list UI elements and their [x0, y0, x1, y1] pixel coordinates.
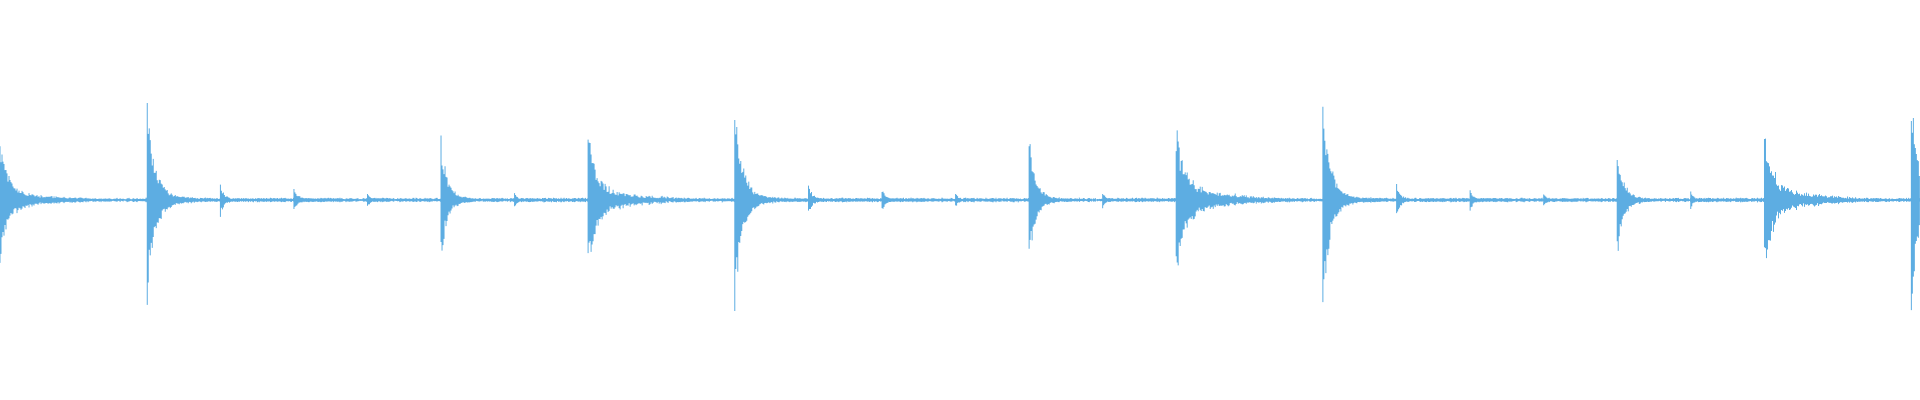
waveform-hit [440, 135, 595, 251]
waveform-hit [514, 193, 591, 207]
waveform-hit [146, 102, 339, 305]
waveform-hits [0, 102, 1920, 312]
waveform-hit [1102, 194, 1179, 209]
waveform-hit [1763, 138, 1920, 259]
waveform-hit [587, 139, 799, 254]
waveform-hit [1028, 144, 1183, 249]
waveform-hit [1175, 130, 1387, 266]
waveform-hit [955, 194, 1032, 206]
waveform-hit [366, 194, 444, 206]
waveform-hit [1543, 194, 1620, 206]
waveform-hit [734, 120, 927, 312]
waveform-hit [1322, 106, 1515, 303]
waveform-hit [1690, 191, 1768, 210]
waveform-hit [1910, 117, 1920, 311]
waveform-hit [1616, 159, 1771, 251]
waveform-hit [0, 146, 211, 263]
